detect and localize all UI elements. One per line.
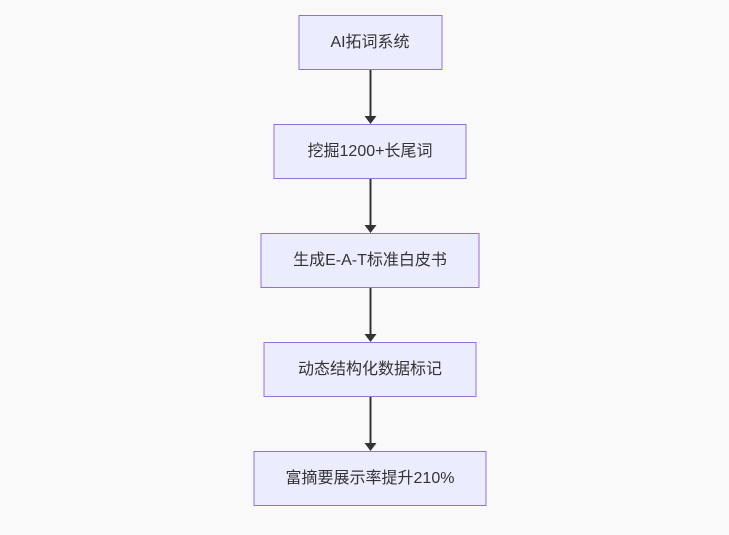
flow-node-eat-whitepaper: 生成E-A-T标准白皮书 bbox=[260, 233, 480, 288]
flow-node-label: 动态结构化数据标记 bbox=[297, 360, 442, 378]
flow-edge bbox=[364, 70, 376, 124]
flow-edge bbox=[364, 179, 376, 233]
flow-edge bbox=[364, 288, 376, 342]
arrow-down-icon bbox=[364, 443, 376, 451]
flow-node-label: 挖掘1200+长尾词 bbox=[307, 142, 433, 160]
arrow-down-icon bbox=[364, 225, 376, 233]
flow-node-longtail-mining: 挖掘1200+长尾词 bbox=[273, 124, 467, 179]
arrow-down-icon bbox=[364, 116, 376, 124]
flow-node-label: 富摘要展示率提升210% bbox=[285, 469, 455, 487]
flow-edge bbox=[364, 397, 376, 451]
arrow-down-icon bbox=[364, 334, 376, 342]
flow-node-rich-snippet-result: 富摘要展示率提升210% bbox=[253, 451, 487, 506]
flow-node-ai-keyword-system: AI拓词系统 bbox=[298, 15, 442, 70]
flowchart-column: AI拓词系统 挖掘1200+长尾词 生成E-A-T标准白皮书 动态结构化数据标记 bbox=[253, 15, 487, 506]
edge-line bbox=[369, 397, 371, 443]
edge-line bbox=[369, 288, 371, 334]
edge-line bbox=[369, 179, 371, 225]
edge-line bbox=[369, 70, 371, 116]
flow-node-structured-data-markup: 动态结构化数据标记 bbox=[263, 342, 477, 397]
flow-node-label: AI拓词系统 bbox=[330, 33, 410, 51]
flow-node-label: 生成E-A-T标准白皮书 bbox=[293, 251, 447, 269]
